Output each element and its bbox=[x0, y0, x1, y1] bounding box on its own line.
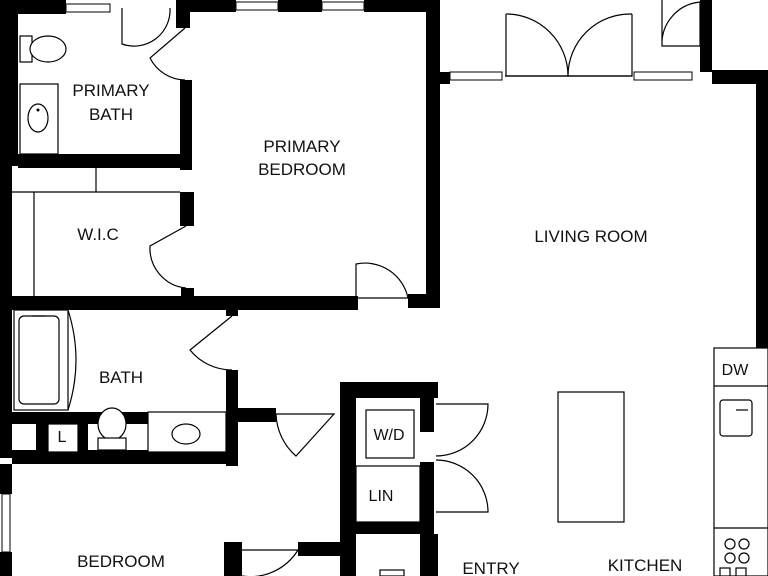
kitchen-island bbox=[557, 391, 625, 523]
fixture-labels: L W/D LIN DW bbox=[58, 362, 750, 505]
fixtures bbox=[12, 35, 768, 576]
room-label-bath: BATH bbox=[99, 368, 143, 387]
room-label-primary-bedroom-line1: PRIMARY bbox=[263, 137, 340, 156]
doors bbox=[121, 0, 701, 576]
stove-icon bbox=[719, 538, 750, 576]
fixture-label-dishwasher: DW bbox=[722, 362, 750, 379]
room-label-primary-bath-line2: BATH bbox=[89, 105, 133, 124]
room-label-entry: ENTRY bbox=[462, 559, 519, 576]
fixture-label-linen-closet: LIN bbox=[369, 488, 394, 505]
room-label-kitchen: KITCHEN bbox=[608, 556, 683, 575]
washer-dryer-box bbox=[365, 409, 415, 459]
room-label-primary-bedroom-line2: BEDROOM bbox=[258, 160, 346, 179]
room-label-primary-bath-line1: PRIMARY bbox=[72, 81, 149, 100]
room-label-wic: W.I.C bbox=[77, 225, 119, 244]
linen-closet-box bbox=[355, 465, 421, 523]
sink-icon bbox=[147, 411, 227, 453]
room-label-bedroom: BEDROOM bbox=[77, 552, 165, 571]
room-label-living-room: LIVING ROOM bbox=[534, 227, 647, 246]
bathtub-icon bbox=[13, 309, 77, 411]
fixture-label-linen: L bbox=[58, 429, 67, 446]
toilet-icon bbox=[97, 407, 127, 451]
room-labels: PRIMARY BATH PRIMARY BEDROOM W.I.C LIVIN… bbox=[72, 81, 682, 576]
linen-cabinet bbox=[47, 423, 79, 453]
sink-icon bbox=[19, 83, 59, 155]
fixture-label-washer-dryer: W/D bbox=[373, 427, 404, 444]
toilet-icon bbox=[19, 35, 67, 63]
closet-shelving bbox=[12, 168, 180, 296]
kitchen-counter bbox=[713, 347, 768, 576]
